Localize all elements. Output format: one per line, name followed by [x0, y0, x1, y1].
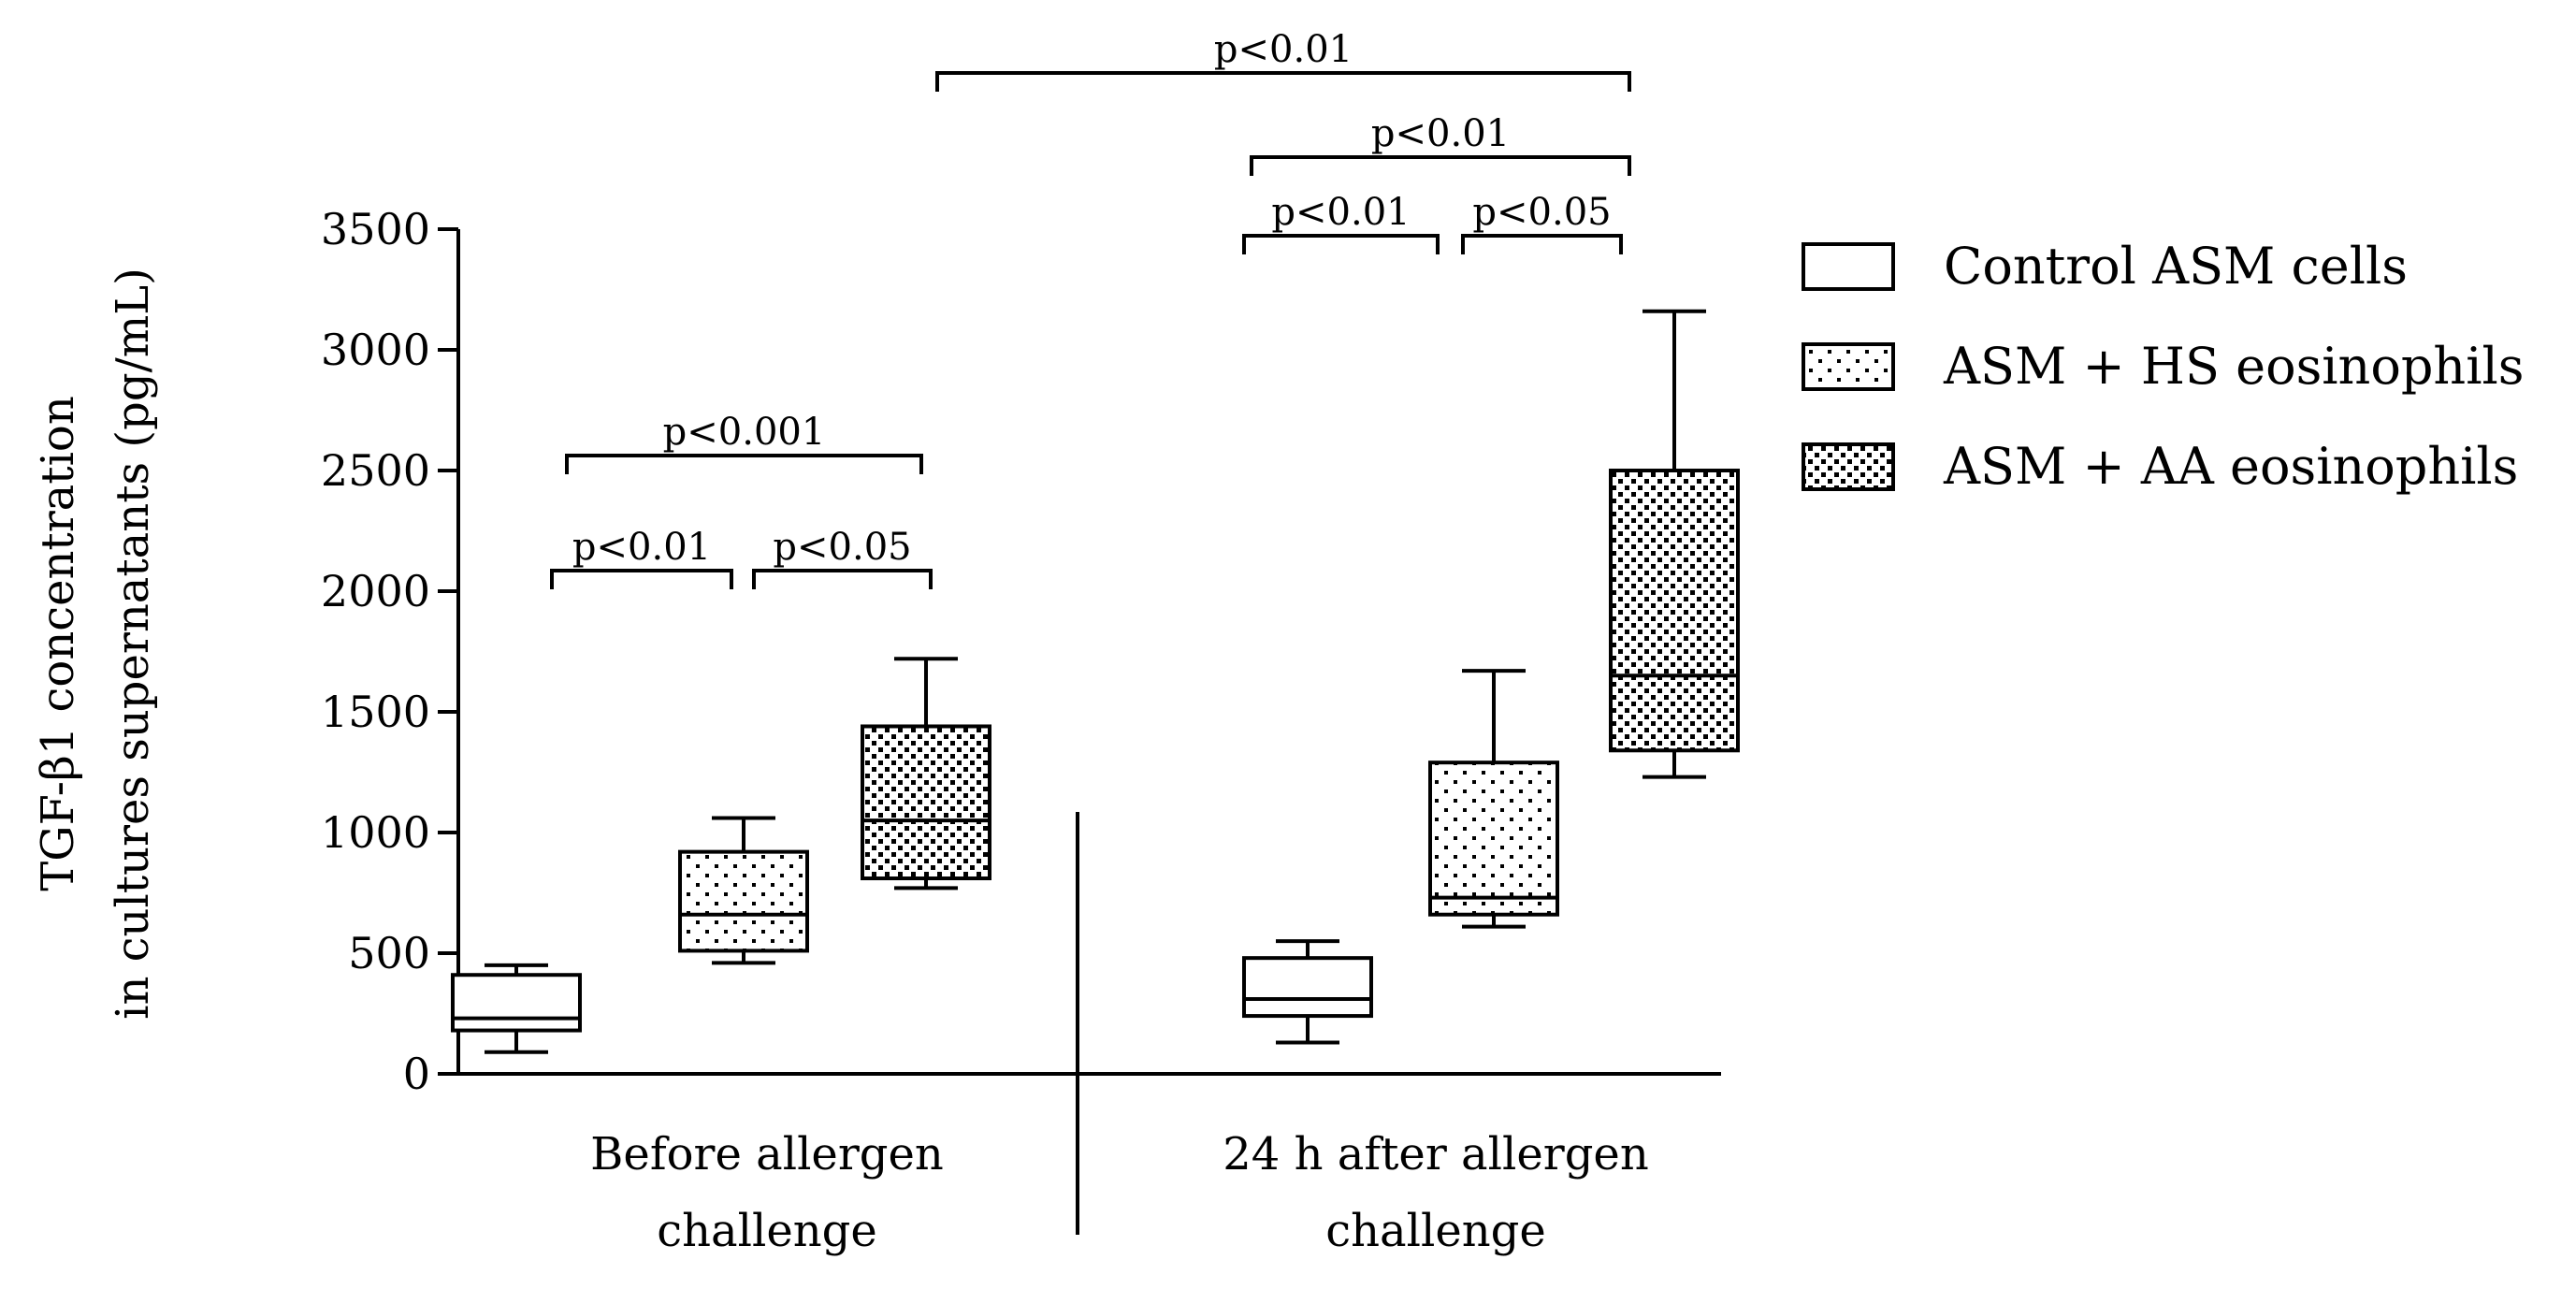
- category-label: challenge: [657, 1205, 877, 1257]
- significance-label: p<0.01: [1371, 112, 1510, 155]
- category-label: Before allergen: [590, 1128, 944, 1180]
- bracket-line: [1250, 155, 1631, 176]
- significance-bracket: p<0.01: [935, 28, 1631, 92]
- legend-label: ASM + HS eosinophils: [1943, 337, 2524, 396]
- significance-label: p<0.05: [1472, 191, 1611, 234]
- bracket-line: [935, 71, 1631, 92]
- bracket-line: [1461, 234, 1623, 254]
- box-body: [1428, 760, 1559, 917]
- bracket-line: [752, 569, 933, 589]
- box-body: [678, 849, 809, 953]
- x-axis: [458, 812, 1721, 1235]
- legend-item: ASM + AA eosinophils: [1802, 437, 2518, 496]
- significance-bracket: p<0.01: [1242, 191, 1440, 254]
- legend-item: ASM + HS eosinophils: [1802, 337, 2524, 396]
- y-tick-label: 2000: [321, 566, 430, 616]
- box-body: [1242, 956, 1373, 1019]
- bracket-line: [1242, 234, 1440, 254]
- y-axis-title-line-1: TGF-β1 concentration: [32, 396, 84, 891]
- significance-label: p<0.05: [773, 526, 911, 569]
- significance-label: p<0.01: [572, 526, 711, 569]
- y-axis-title: TGF-β1 concentration in cultures superna…: [32, 268, 159, 1020]
- legend-swatch: [1802, 442, 1895, 491]
- legend-label: Control ASM cells: [1944, 237, 2408, 296]
- significance-label: p<0.01: [1271, 191, 1410, 234]
- significance-label: p<0.01: [1214, 28, 1353, 71]
- y-tick-label: 3000: [321, 325, 430, 375]
- y-tick-label: 1500: [321, 687, 430, 737]
- category-label: challenge: [1325, 1205, 1546, 1257]
- y-tick-label: 0: [403, 1049, 430, 1099]
- significance-label: p<0.001: [663, 411, 826, 454]
- box-body: [1609, 469, 1740, 753]
- box-0-0: [451, 963, 582, 1054]
- box-1-2: [1609, 309, 1740, 779]
- box-1-0: [1242, 939, 1373, 1045]
- significance-bracket: p<0.001: [565, 411, 923, 474]
- category-label: 24 h after allergen: [1223, 1128, 1649, 1180]
- y-tick-label: 500: [348, 928, 430, 978]
- y-axis: 0 500 1000 1500 2000 2500 3000 3500: [321, 204, 460, 1099]
- box-0-2: [861, 657, 991, 891]
- box-0-1: [678, 816, 809, 965]
- y-tick-label: 2500: [321, 445, 430, 496]
- legend-swatch: [1802, 242, 1895, 291]
- legend-swatch: [1802, 342, 1895, 391]
- box-body: [861, 724, 991, 881]
- box-body: [451, 973, 582, 1033]
- y-tick-label: 1000: [321, 807, 430, 858]
- y-tick-label: 3500: [321, 204, 430, 254]
- category-labels: Before allergen challenge 24 h after aller…: [590, 1128, 1649, 1257]
- y-axis-title-line-2: in cultures supernatants (pg/mL): [107, 268, 159, 1020]
- bracket-line: [565, 454, 923, 474]
- significance-bracket: p<0.01: [550, 526, 733, 589]
- box-series: [451, 309, 1740, 1054]
- significance-bracket: p<0.05: [752, 526, 933, 589]
- significance-brackets: p<0.01 p<0.05 p<0.001 p<0.01 p<0.05 p<0.01 p<0…: [550, 28, 1631, 589]
- significance-bracket: p<0.01: [1250, 112, 1631, 176]
- legend-label: ASM + AA eosinophils: [1943, 437, 2518, 496]
- box-1-1: [1428, 669, 1559, 929]
- significance-bracket: p<0.05: [1461, 191, 1623, 254]
- bracket-line: [550, 569, 733, 589]
- legend-item: Control ASM cells: [1802, 237, 2408, 296]
